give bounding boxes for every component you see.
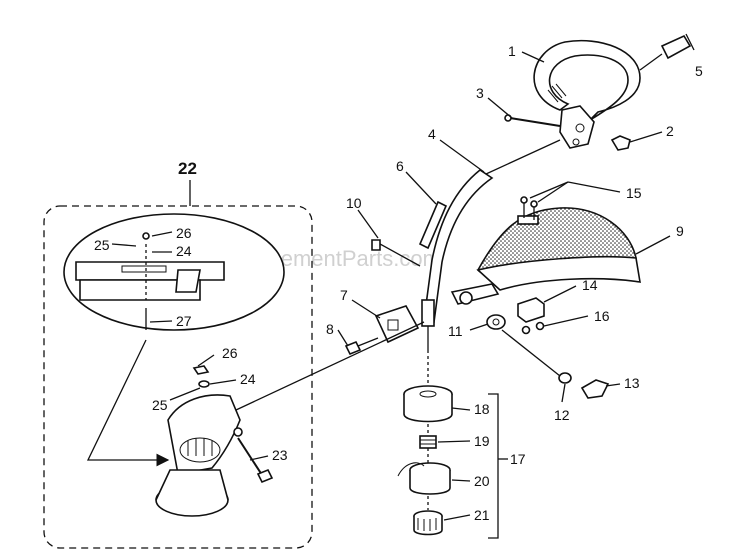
callout-6: 6	[396, 158, 404, 174]
callout-17: 17	[510, 451, 526, 467]
callout-22: 22	[178, 159, 197, 178]
callout-19: 19	[474, 433, 490, 449]
knob-part-13	[501, 329, 610, 399]
washer-part-12	[558, 372, 572, 384]
callout-25-inset: 25	[94, 237, 110, 253]
nut-part-2	[610, 135, 631, 151]
callout-24-inset: 24	[176, 243, 192, 259]
group-bracket-17	[488, 393, 499, 539]
screw-part-8	[344, 337, 379, 356]
callout-3: 3	[476, 85, 484, 101]
callout-9: 9	[676, 223, 684, 239]
callout-5: 5	[695, 63, 703, 79]
leader-lines	[111, 51, 671, 521]
callout-23: 23	[272, 447, 288, 463]
callout-25-lower: 25	[152, 397, 168, 413]
callout-26-lower: 26	[222, 345, 238, 361]
callout-24-lower: 24	[240, 371, 256, 387]
bracket-part	[374, 305, 420, 344]
callout-1: 1	[508, 43, 516, 59]
callout-11: 11	[448, 323, 463, 339]
block-part-14	[517, 297, 545, 323]
sleeve-part	[418, 200, 448, 250]
washer-part-11	[450, 283, 506, 330]
kit-arrow	[86, 339, 170, 467]
callout-26-inset: 26	[176, 225, 192, 241]
callout-13: 13	[624, 375, 640, 391]
screw-part-3	[504, 114, 561, 127]
bolts-part-15	[520, 196, 538, 220]
callout-7: 7	[340, 287, 348, 303]
callout-12: 12	[554, 407, 570, 423]
kit-22-detail-circle	[63, 213, 285, 331]
screw-part-23	[237, 437, 274, 484]
nuts-part-16	[521, 321, 545, 335]
callout-18: 18	[474, 401, 490, 417]
callout-14: 14	[582, 277, 598, 293]
callout-15: 15	[626, 185, 642, 201]
callout-21: 21	[474, 507, 490, 523]
bolt-part-10	[371, 239, 421, 267]
callout-27: 27	[176, 313, 192, 329]
callout-10: 10	[346, 195, 362, 211]
callout-2: 2	[666, 123, 674, 139]
guard-part	[476, 207, 641, 291]
handle-part	[533, 39, 641, 149]
shaft-part	[421, 139, 561, 350]
callout-4: 4	[428, 126, 436, 142]
callout-8: 8	[326, 321, 334, 337]
kit-22-box	[43, 205, 313, 549]
trimmer-head-assembly	[397, 350, 453, 536]
callout-16: 16	[594, 308, 610, 324]
callout-labels: 1 2 3 4 5 6 7 8 9 10 11 12 13 14 15 16 1…	[94, 43, 703, 523]
grip-part	[639, 33, 695, 71]
kit-22-adapter-part	[155, 365, 243, 517]
callout-20: 20	[474, 473, 490, 489]
